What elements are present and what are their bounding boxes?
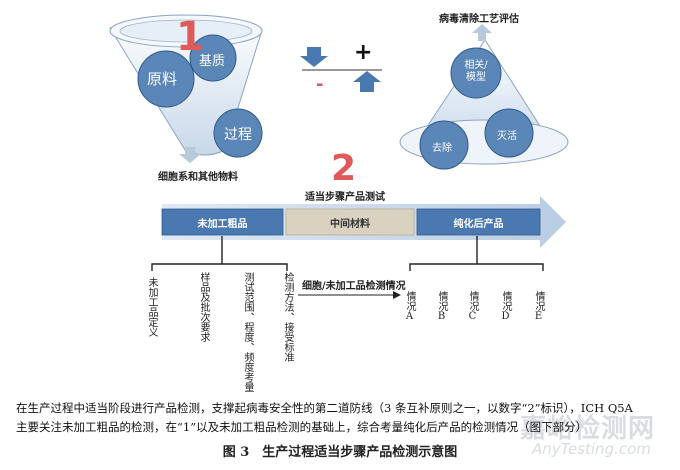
stage-box-purified bbox=[416, 208, 541, 236]
process-title: 适当步骤产品测试 bbox=[305, 192, 385, 203]
stage-label-crude: 未加工粗品 bbox=[197, 219, 248, 230]
funnel-output-label: 细胞系和其他物料 bbox=[158, 172, 238, 183]
right-item-d: 情况D bbox=[500, 291, 511, 322]
cone-label-model: 相关/ 模型 bbox=[464, 60, 488, 83]
watermark-en: AnyTesting.com bbox=[532, 440, 651, 458]
left-item-method: 检测方法、接受标准 bbox=[282, 272, 293, 362]
right-item-c: 情况C bbox=[467, 291, 478, 322]
right-item-b: 情况B bbox=[436, 291, 447, 322]
right-bracket bbox=[409, 236, 544, 271]
stage-box-crude bbox=[161, 208, 284, 236]
cone-label-inactivation: 灭活 bbox=[497, 131, 517, 142]
process-number: 2 bbox=[331, 148, 357, 189]
down-arrow bbox=[300, 47, 328, 67]
right-item-e: 情况E bbox=[533, 291, 544, 322]
cone-label-removal: 去除 bbox=[432, 143, 452, 154]
funnel-circle-process bbox=[213, 108, 263, 158]
plus-sign: + bbox=[354, 40, 373, 65]
stage-box-intermediate bbox=[285, 208, 415, 236]
up-arrow bbox=[353, 71, 381, 92]
middle-label: 细胞/未加工品检测情况 bbox=[302, 281, 406, 292]
left-item-sample: 样品及批次要求 bbox=[198, 272, 209, 342]
cone-top-label: 病毒清除工艺评估 bbox=[439, 14, 519, 25]
middle-arrow-head bbox=[393, 291, 401, 299]
funnel-number: 1 bbox=[176, 14, 204, 60]
left-item-definition: 未加工品定义 bbox=[146, 277, 157, 337]
right-item-a: 情况A bbox=[404, 291, 415, 322]
funnel-label-matrix: 基质 bbox=[199, 54, 226, 69]
funnel-circle-matrix bbox=[189, 34, 237, 82]
funnel-label-raw: 原料 bbox=[147, 70, 178, 88]
funnel-label-process: 过程 bbox=[224, 127, 252, 143]
watermark-cn: 嘉峪检测网 bbox=[520, 414, 656, 444]
stage-label-purified: 纯化后产品 bbox=[453, 219, 504, 230]
minus-sign: - bbox=[316, 74, 324, 95]
left-bracket bbox=[151, 236, 288, 271]
caption-line-2: 主要关注未加工粗品的检测，在“1”以及未加工粗品检测的基础上，综合考量纯化后产品… bbox=[16, 420, 588, 434]
cone-circle-removal bbox=[419, 120, 469, 170]
left-item-scope: 测试范围、程度、频度考量 bbox=[242, 272, 253, 392]
figure-title: 图 3 生产过程适当步骤产品检测示意图 bbox=[222, 445, 458, 460]
funnel-circle-raw bbox=[137, 50, 195, 108]
funnel-down-arrow bbox=[179, 147, 201, 163]
cone-circle-model bbox=[450, 47, 502, 99]
cone-up-arrow bbox=[472, 24, 492, 41]
stage-label-intermediate: 中间材料 bbox=[330, 219, 370, 230]
caption-line-1: 在生产过程中适当阶段进行产品检测，支撑起病毒安全性的第二道防线（3 条互补原则之… bbox=[16, 401, 633, 415]
cone-circle-inactivation bbox=[484, 108, 534, 158]
